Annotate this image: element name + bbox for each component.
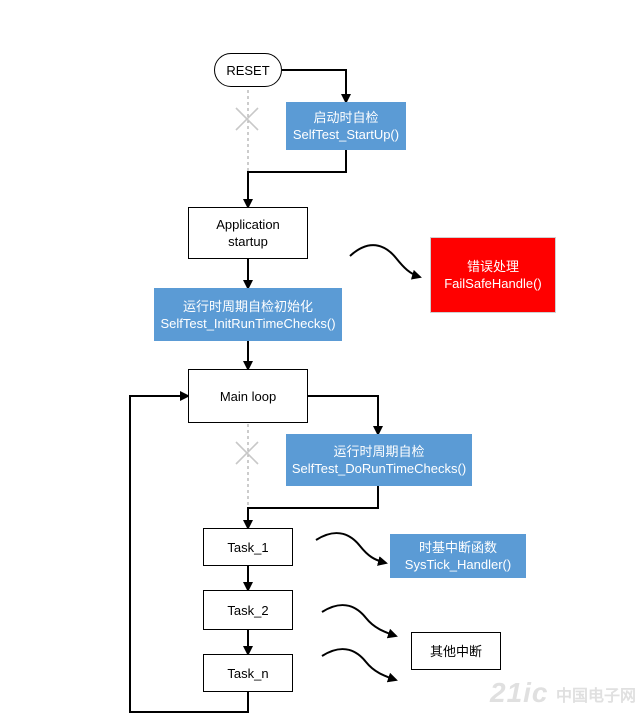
app-startup-line2: startup xyxy=(228,234,268,249)
task1-box: Task_1 xyxy=(203,528,293,566)
task2-label: Task_2 xyxy=(227,602,269,618)
main-loop-label: Main loop xyxy=(219,388,277,404)
init-runtime-func: SelfTest_InitRunTimeChecks() xyxy=(160,315,336,331)
taskn-box: Task_n xyxy=(203,654,293,692)
arrow-loop-back xyxy=(129,391,249,713)
app-startup-box: Application startup xyxy=(188,207,308,259)
task2-box: Task_2 xyxy=(203,590,293,630)
selftest-startup-func: SelfTest_StartUp() xyxy=(292,127,400,142)
curve-arrow-failsafe xyxy=(349,244,422,280)
do-runtime-func: SelfTest_DoRunTimeChecks() xyxy=(291,461,467,476)
arrow-mainloop-to-dorun xyxy=(308,395,383,436)
main-loop-box: Main loop xyxy=(188,369,308,423)
init-runtime-title: 运行时周期自检初始化 xyxy=(182,298,313,314)
selftest-startup-box: 启动时自检 SelfTest_StartUp() xyxy=(286,102,406,150)
taskn-label: Task_n xyxy=(227,665,269,681)
failsafe-func: FailSafeHandle() xyxy=(444,276,542,291)
failsafe-box: 错误处理 FailSafeHandle() xyxy=(430,237,556,313)
do-runtime-title: 运行时周期自检 xyxy=(333,444,425,459)
systick-box: 时基中断函数 SysTick_Handler() xyxy=(390,534,526,578)
curve-arrow-other1 xyxy=(321,604,398,639)
reset-label: RESET xyxy=(226,62,270,78)
curve-arrow-systick xyxy=(315,532,388,566)
watermark-site: 中国电子网 xyxy=(556,688,637,705)
other-irq-label: 其他中断 xyxy=(429,643,482,659)
other-irq-box: 其他中断 xyxy=(411,632,501,670)
failsafe-title: 错误处理 xyxy=(466,259,519,274)
curve-arrow-other2 xyxy=(321,648,398,683)
reset-terminal: RESET xyxy=(214,53,282,87)
arrow-reset-to-startup xyxy=(282,69,351,104)
task1-label: Task_1 xyxy=(227,539,269,555)
systick-title: 时基中断函数 xyxy=(418,540,497,555)
arrow-dorun-to-task1 xyxy=(243,486,379,530)
systick-func: SysTick_Handler() xyxy=(404,557,512,572)
arrow-startup-to-app xyxy=(243,150,347,209)
selftest-startup-title: 启动时自检 xyxy=(313,110,379,125)
do-runtime-box: 运行时周期自检 SelfTest_DoRunTimeChecks() xyxy=(286,434,472,486)
watermark-logo: 21ic xyxy=(490,677,549,708)
app-startup-line1: Application xyxy=(216,217,280,232)
init-runtime-box: 运行时周期自检初始化 SelfTest_InitRunTimeChecks() xyxy=(154,288,342,341)
